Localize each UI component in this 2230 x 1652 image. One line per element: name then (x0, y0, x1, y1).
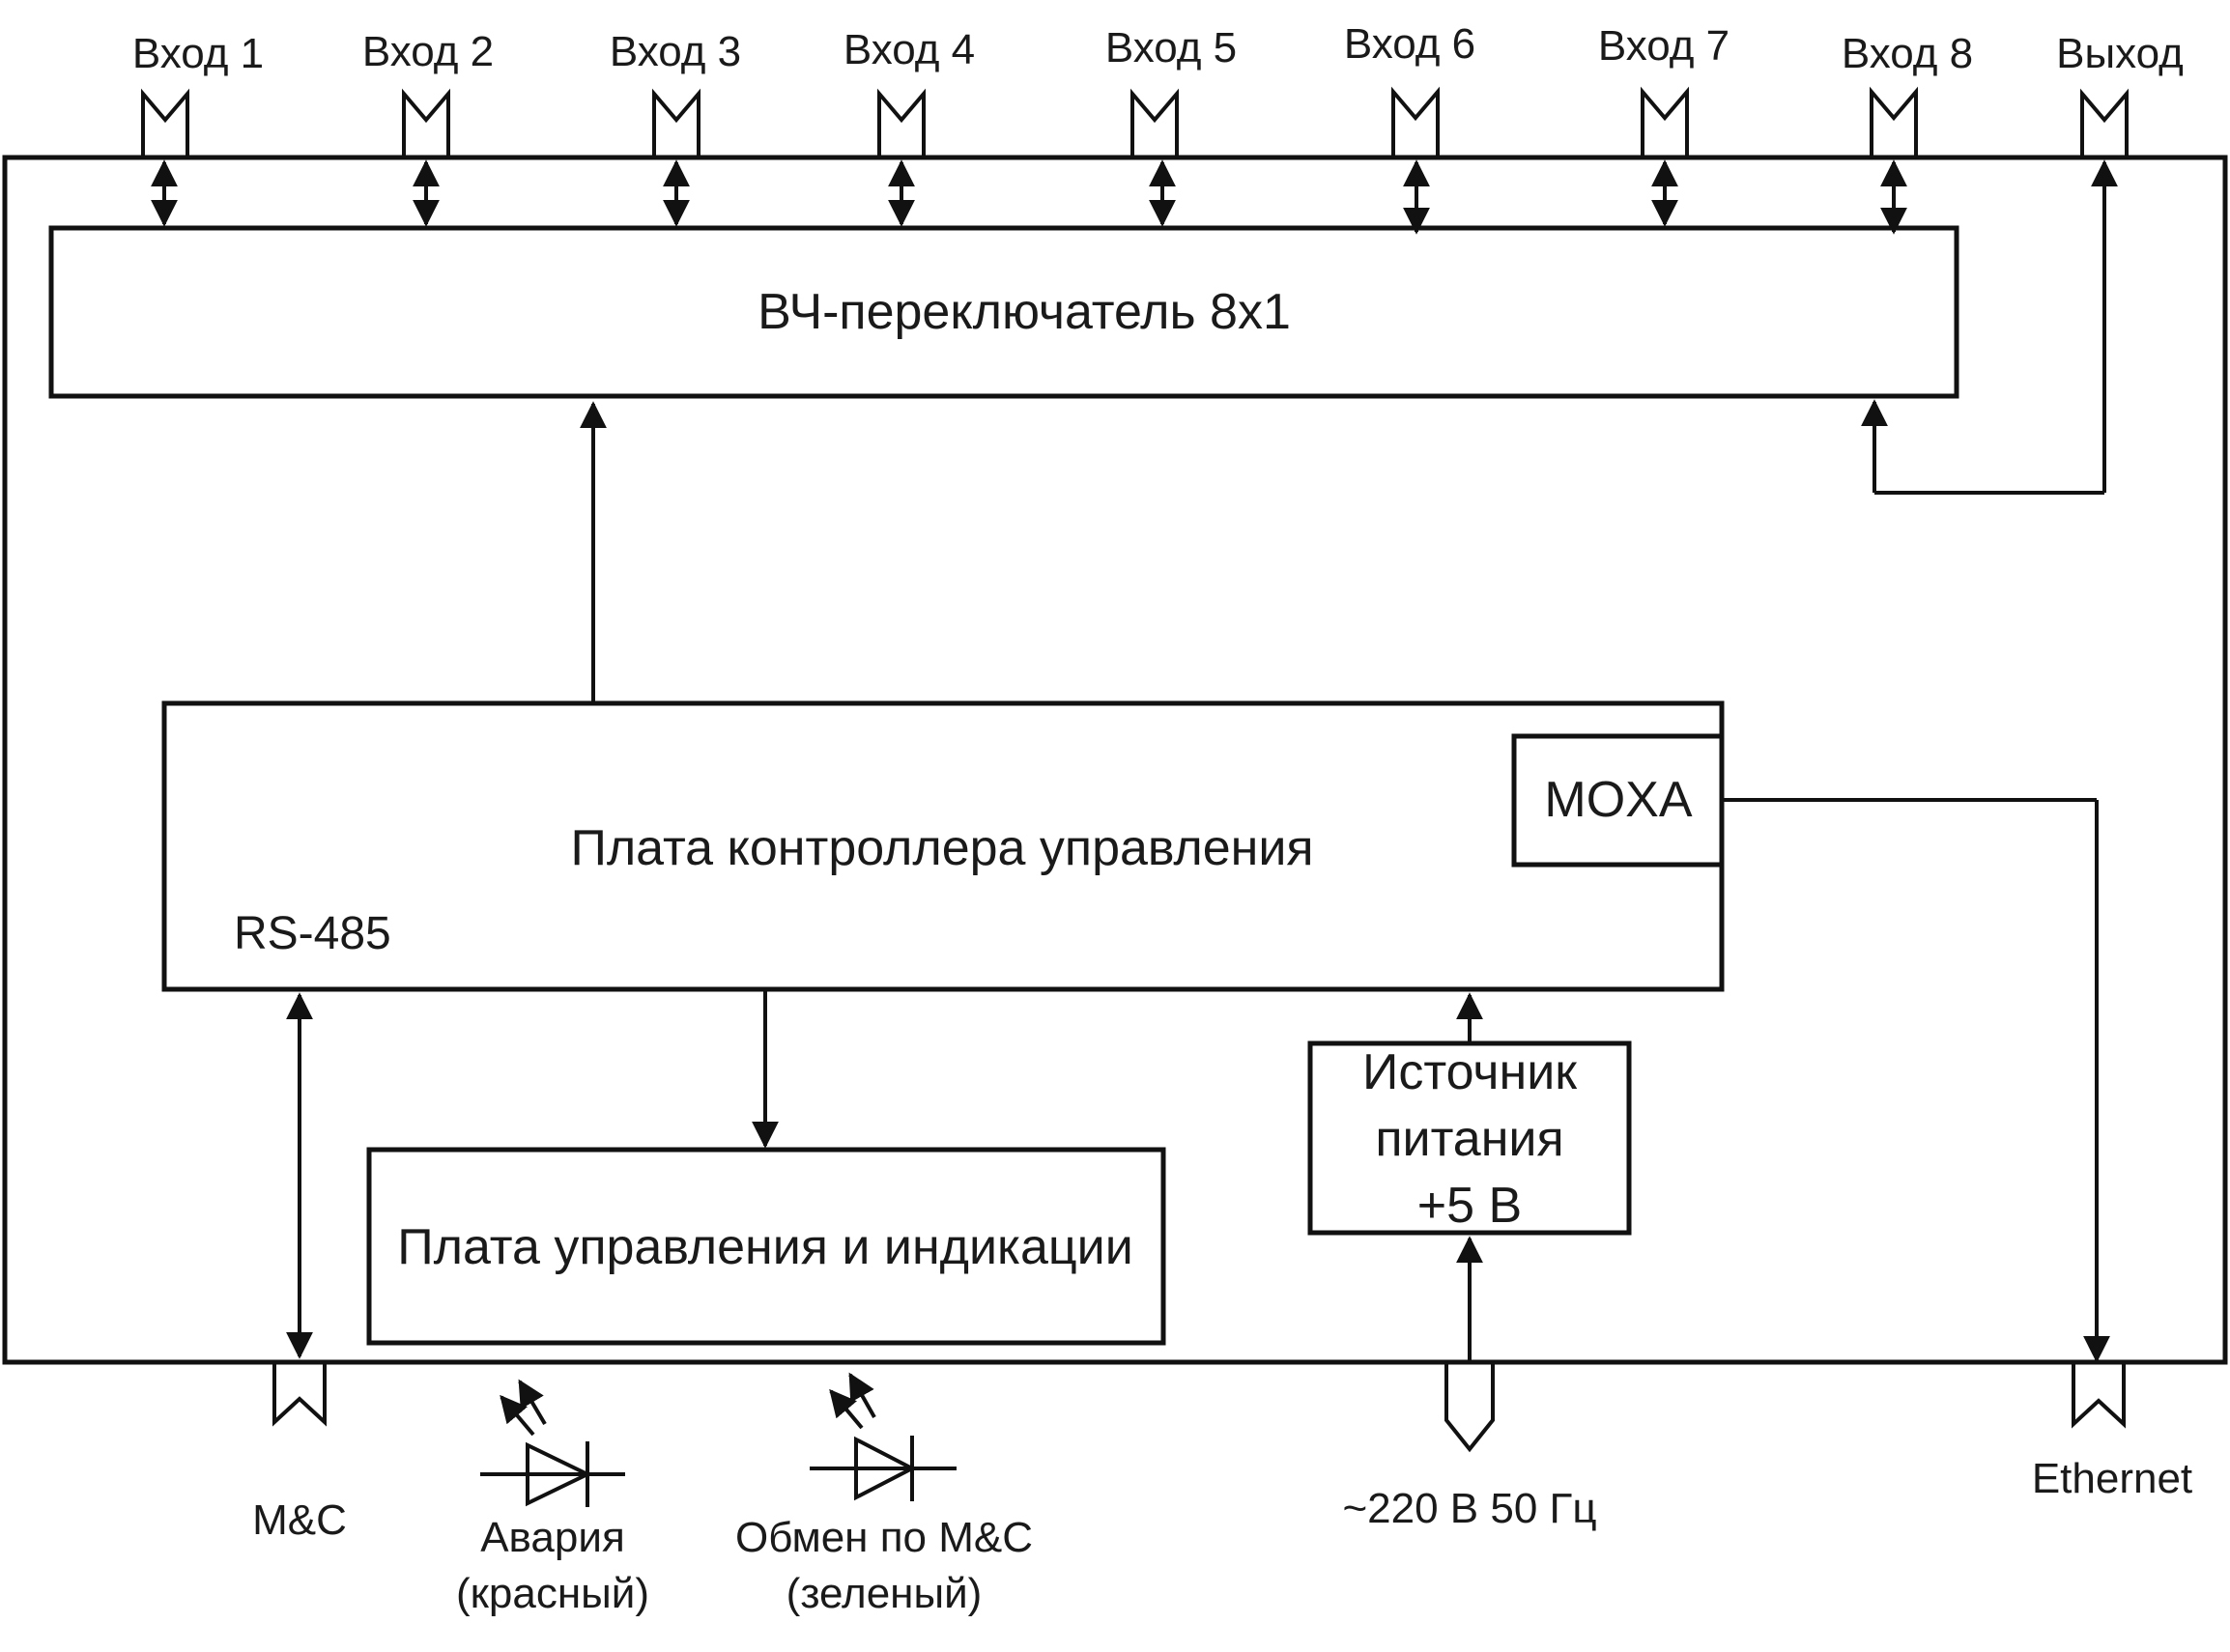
output-label: Выход (2056, 30, 2184, 77)
connector-input-6 (1391, 86, 1440, 157)
moxa-label: MOXA (1544, 772, 1692, 828)
mains-label: ~220 В 50 Гц (1342, 1485, 1596, 1532)
connector-input-8 (1870, 86, 1918, 157)
input-label-1: Вход 1 (132, 30, 264, 77)
power-supply-line-3: +5 В (1417, 1178, 1522, 1234)
power-supply-line-2: питания (1375, 1111, 1563, 1167)
bottom-connectors (272, 1364, 2126, 1453)
input-label-2: Вход 2 (362, 28, 494, 75)
controller-board-label: Плата контроллера управления (570, 820, 1313, 876)
exchange-label-2: (зеленый) (786, 1570, 983, 1617)
alarm-label-2: (красный) (456, 1570, 649, 1617)
connector-input-5 (1130, 88, 1179, 157)
alarm-label-1: Авария (480, 1514, 625, 1561)
indicator-board-label: Плата управления и индикации (397, 1219, 1133, 1275)
connector-ethernet (2072, 1364, 2126, 1429)
rs485-label: RS-485 (234, 908, 391, 959)
mc-label: M&C (252, 1496, 347, 1544)
connector-input-7 (1641, 86, 1689, 157)
input-label-4: Вход 4 (843, 26, 975, 73)
top-connectors (141, 86, 2129, 157)
connector-mc (272, 1364, 327, 1427)
input-label-6: Вход 6 (1344, 20, 1475, 68)
connector-input-4 (877, 88, 926, 157)
input-label-8: Вход 8 (1842, 30, 1973, 77)
input-labels: Вход 1 Вход 2 Вход 3 Вход 4 Вход 5 Вход … (132, 20, 2184, 77)
input-label-3: Вход 3 (610, 28, 741, 75)
input-label-7: Вход 7 (1598, 22, 1730, 70)
moxa-block (1511, 733, 1725, 868)
connector-input-3 (652, 88, 700, 157)
connector-input-2 (402, 88, 450, 157)
power-supply-line-1: Источник (1362, 1044, 1577, 1100)
led-alarm-icon (480, 1379, 625, 1507)
output-path (1861, 159, 2118, 495)
power-supply-block (1307, 1040, 1632, 1236)
connector-input-1 (141, 88, 189, 157)
bottom-labels: M&C Авария (красный) Обмен по M&C (зелен… (252, 1455, 2192, 1617)
led-exchange-icon (810, 1372, 957, 1501)
exchange-label-1: Обмен по M&C (735, 1514, 1033, 1561)
rf-switch-block (48, 225, 1959, 399)
device-enclosure (2, 155, 2228, 1365)
ethernet-path (1724, 798, 2110, 1363)
connector-mains (1444, 1364, 1495, 1453)
input-label-5: Вход 5 (1105, 24, 1237, 71)
connector-output (2080, 88, 2129, 157)
indicator-board (366, 1147, 1166, 1346)
rf-switch-label: ВЧ-переключатель 8x1 (758, 284, 1291, 340)
input-arrows (151, 159, 1907, 235)
ethernet-label: Ethernet (2032, 1455, 2192, 1502)
